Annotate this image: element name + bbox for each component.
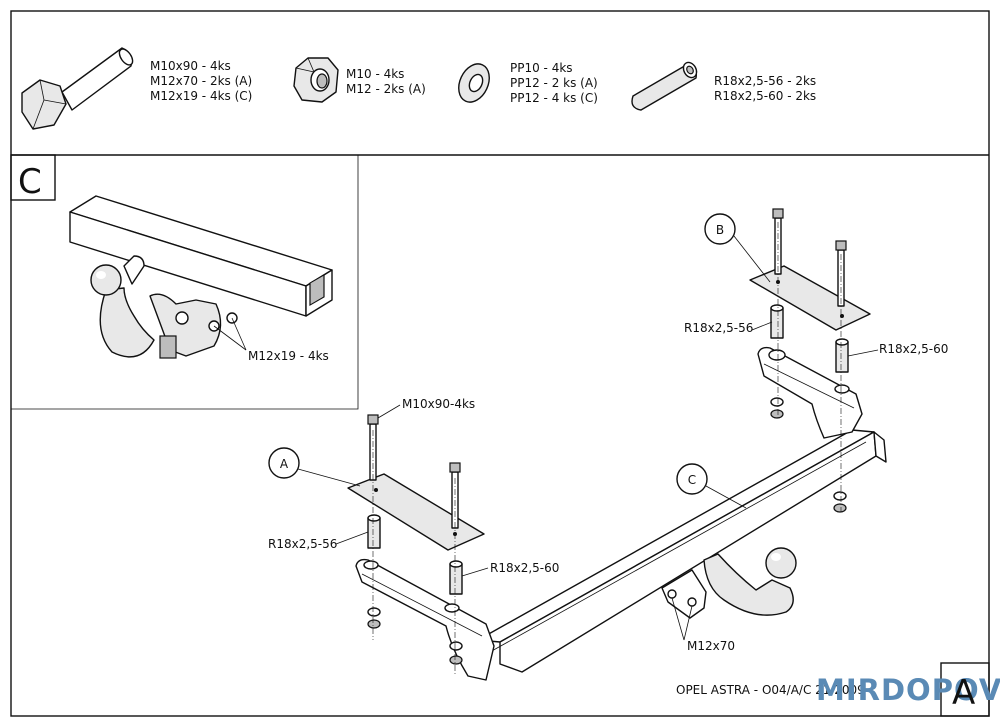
spacer-icon: [631, 61, 698, 111]
drawing-code: OPEL ASTRA - O04/A/C 21.2009: [676, 683, 865, 697]
assembly-axes: [372, 222, 842, 676]
bolts-list: M10x90 - 4ks M12x70 - 2ks (A) M12x19 - 4…: [150, 59, 252, 103]
leader-r60-left: [461, 567, 489, 577]
spacers-line-2: R18x2,5-60 - 2ks: [714, 89, 816, 103]
marker-b-label: B: [716, 223, 724, 237]
bolts-line-2: M12x70 - 2ks (A): [150, 74, 252, 88]
plate-b: [749, 265, 871, 331]
bolts-line-1: M10x90 - 4ks: [150, 59, 231, 73]
main-towball: [661, 547, 797, 619]
marker-a: A: [268, 447, 361, 487]
label-r56-top: R18x2,5-56: [684, 321, 753, 335]
detail-callout: M12x19 - 4ks: [248, 349, 329, 363]
washers-line-1: PP10 - 4ks: [510, 61, 573, 75]
sheet-letter: A: [952, 673, 975, 713]
drawing-border: [10, 10, 990, 717]
marker-a-label: A: [280, 457, 289, 471]
washers-line-3: PP12 - 4 ks (C): [510, 91, 598, 105]
label-m10x90: M10x90-4ks: [402, 397, 475, 411]
detail-letter: C: [18, 162, 42, 202]
marker-c-label: C: [688, 473, 696, 487]
nuts-line-2: M12 - 2ks (A): [346, 82, 426, 96]
detail-tube: [69, 195, 333, 317]
leader-m12x70-1: [671, 597, 685, 641]
crossbar: [477, 429, 887, 673]
bolt-icon: [21, 47, 134, 130]
bolts-line-3: M12x19 - 4ks (C): [150, 89, 252, 103]
detail-frame: [11, 155, 359, 410]
nuts-line-1: M10 - 4ks: [346, 67, 404, 81]
nuts-list: M10 - 4ks M12 - 2ks (A): [346, 67, 426, 96]
spacers-list: R18x2,5-56 - 2ks R18x2,5-60 - 2ks: [714, 74, 816, 103]
detail-leader-1: [213, 325, 247, 351]
leader-m10x90: [377, 404, 401, 419]
label-r60-left: R18x2,5-60: [490, 561, 559, 575]
washers-line-2: PP12 - 2 ks (A): [510, 76, 598, 90]
spacers-line-1: R18x2,5-56 - 2ks: [714, 74, 816, 88]
detail-towball: [90, 255, 238, 359]
washer-icon: [458, 63, 490, 103]
detail-leader-2: [231, 317, 247, 351]
sheet-box: [940, 662, 990, 717]
washers-list: PP10 - 4ks PP12 - 2 ks (A) PP12 - 4 ks (…: [510, 61, 598, 105]
watermark: MIRDOPOV.RU: [816, 673, 1000, 707]
marker-b: B: [704, 213, 771, 283]
leader-r56-left: [335, 531, 369, 545]
label-m12x70: M12x70: [687, 639, 735, 653]
leader-r60-top: [847, 349, 879, 357]
leader-r56-top: [751, 321, 773, 331]
right-bracket: [757, 346, 863, 439]
label-r56-left: R18x2,5-56: [268, 537, 337, 551]
label-r60-top: R18x2,5-60: [879, 342, 948, 356]
main-nuts: [367, 397, 847, 665]
marker-c: C: [676, 463, 747, 509]
main-spacers: [367, 304, 849, 595]
leader-m12x70-2: [683, 605, 693, 641]
nut-icon: [293, 57, 339, 103]
detail-letter-box: [10, 154, 56, 201]
